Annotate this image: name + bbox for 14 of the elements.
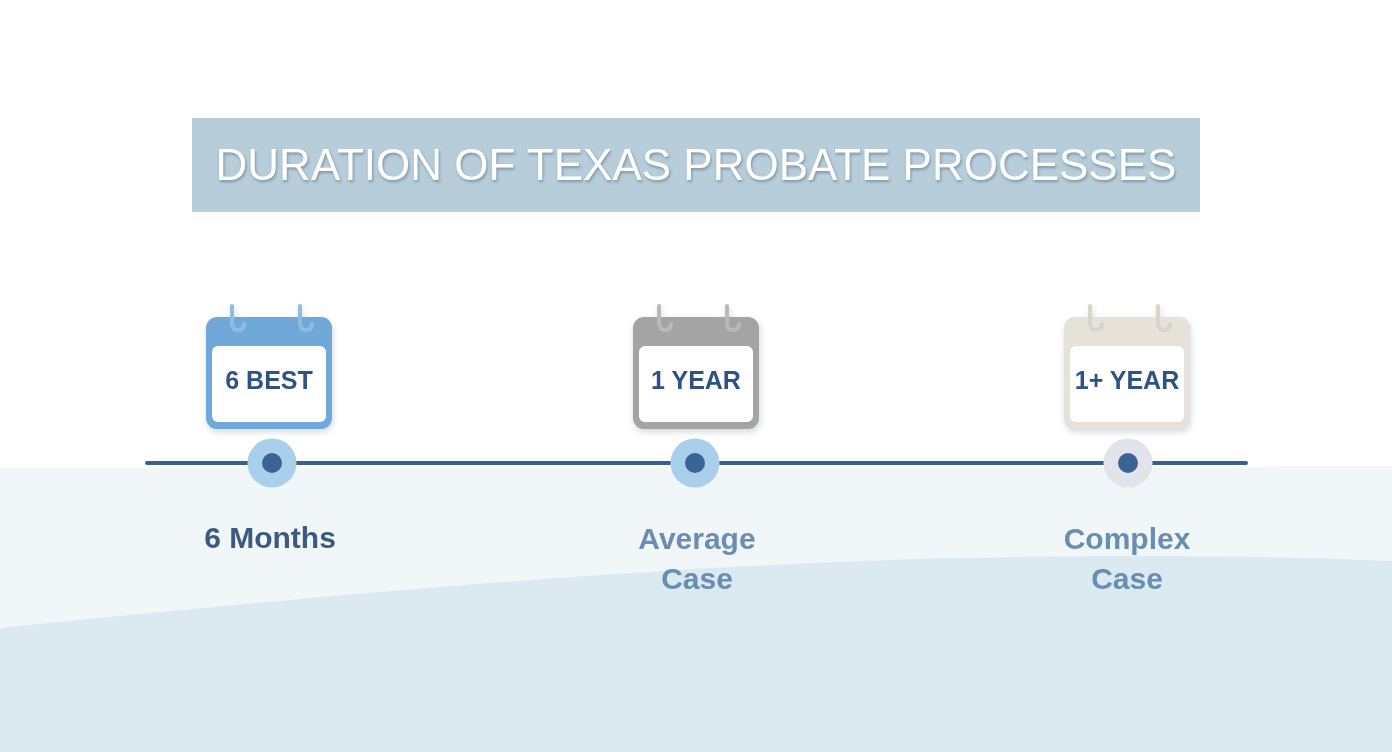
timeline-dot xyxy=(247,438,297,488)
case-label: 6 Months xyxy=(203,520,337,556)
timeline-line xyxy=(1151,461,1248,465)
case-label: Average Case xyxy=(637,521,757,597)
duration-text: 1 YEAR xyxy=(651,365,741,395)
title-banner: DURATION OF TEXAS PROBATE PROCESSES xyxy=(192,118,1200,212)
duration-text: 6 BEST xyxy=(225,365,313,395)
timeline-dot xyxy=(670,438,720,488)
duration-text: 1+ YEAR xyxy=(1074,365,1180,395)
case-label: Complex Case xyxy=(1062,521,1192,597)
timeline-line xyxy=(718,461,1105,465)
timeline-line xyxy=(295,461,672,465)
timeline-dot xyxy=(1103,438,1153,488)
timeline-line xyxy=(145,461,249,465)
